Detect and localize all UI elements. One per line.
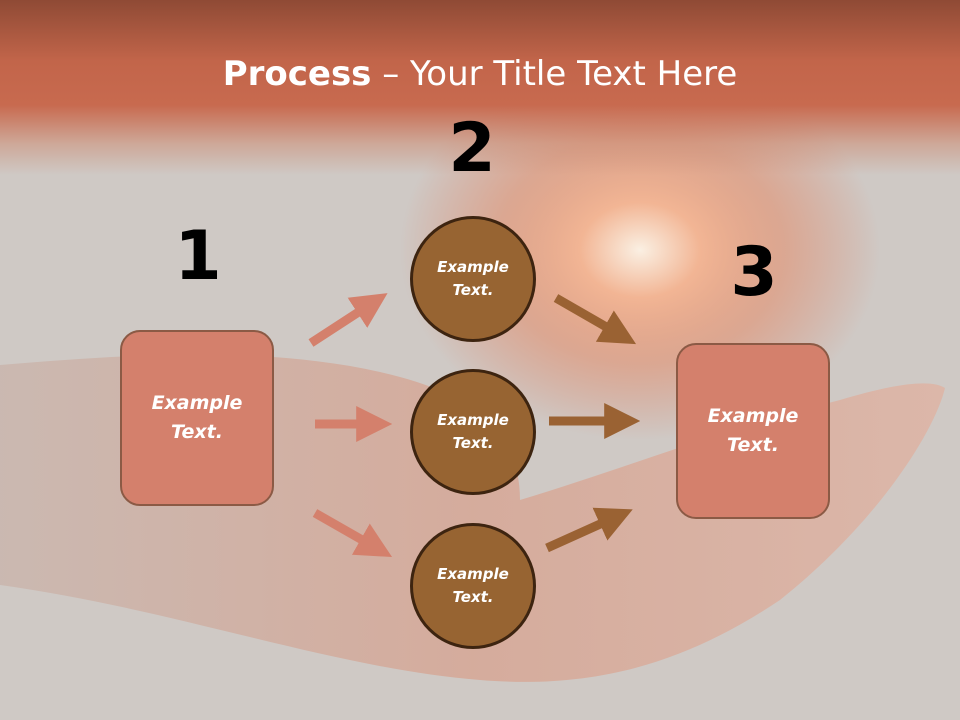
step-2-circle-middle: Example Text. <box>410 369 536 495</box>
title-band <box>0 0 960 175</box>
step-2-circle-bottom: Example Text. <box>410 523 536 649</box>
arrow-1-to-top <box>308 293 388 347</box>
step-2-label-top: Example Text. <box>437 258 509 299</box>
step-2-label-middle: Example Text. <box>437 411 509 452</box>
step-1-number: 1 <box>174 217 222 296</box>
step-2-number: 2 <box>448 109 496 188</box>
title-rest: – Your Title Text Here <box>371 54 738 94</box>
title-bold: Process <box>222 54 372 94</box>
step-2-circle-top: Example Text. <box>410 216 536 342</box>
step-2-label-bottom: Example Text. <box>437 565 509 606</box>
step-3-box: Example Text. <box>676 343 830 519</box>
arrow-1-to-bottom <box>312 509 393 558</box>
step-1-label: Example Text. <box>151 392 243 443</box>
arrow-top-to-3 <box>553 294 637 345</box>
step-3-label: Example Text. <box>707 405 799 456</box>
step-3-number: 3 <box>730 233 778 312</box>
arrow-bottom-to-3 <box>545 507 633 553</box>
slide-title: Process – Your Title Text Here <box>0 52 960 96</box>
step-1-box: Example Text. <box>120 330 274 506</box>
